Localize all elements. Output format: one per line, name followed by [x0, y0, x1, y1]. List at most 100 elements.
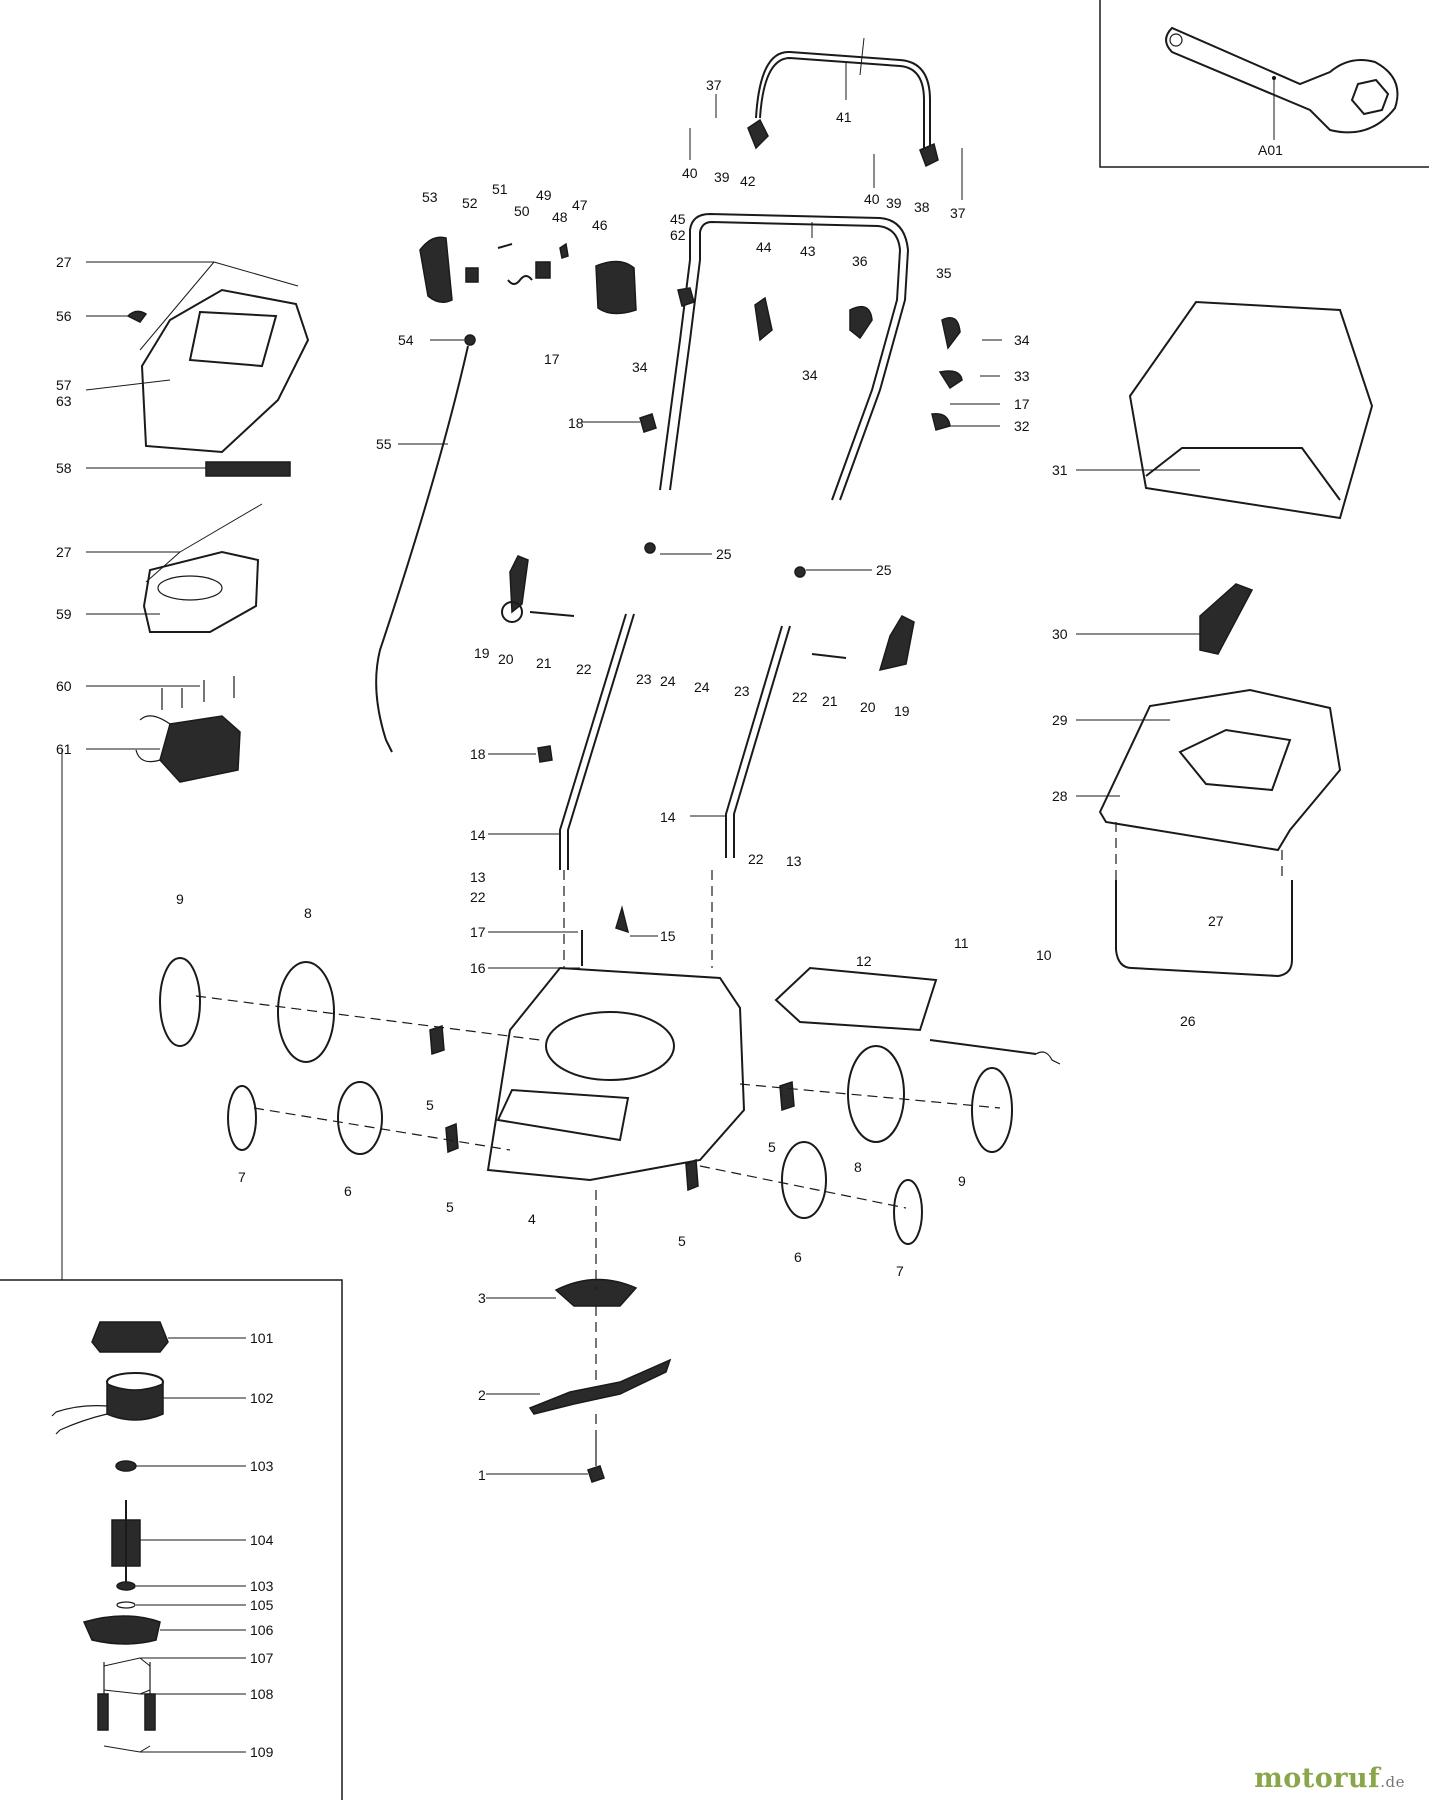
axis-dashes	[195, 870, 1001, 1440]
screw-1	[587, 1465, 605, 1483]
label-50: 50	[514, 203, 530, 219]
part-48	[559, 242, 569, 259]
clip-18-upper	[639, 413, 657, 433]
label-107: 107	[250, 1650, 274, 1666]
knob-25-left	[644, 542, 656, 554]
label-62: 62	[670, 227, 686, 243]
handle-bar-upper-inner	[759, 56, 925, 150]
bag-31-floor	[1145, 447, 1341, 501]
wheel-8-right	[847, 1045, 905, 1143]
motor-cover-57	[140, 288, 310, 454]
part-45	[677, 287, 695, 307]
hubcap-9-left	[159, 957, 201, 1047]
lower-handle-14-right	[725, 625, 783, 858]
lower-handle-14-left	[559, 613, 627, 870]
bolt-21-left	[529, 611, 575, 617]
label-3: 3	[478, 1290, 486, 1306]
label-24: 24	[694, 679, 710, 695]
knob-32	[931, 413, 951, 431]
label-103: 103	[250, 1458, 274, 1474]
label-10: 10	[1036, 947, 1052, 963]
label-29: 29	[1052, 712, 1068, 728]
label-48: 48	[552, 209, 568, 225]
label-103: 103	[250, 1578, 274, 1594]
label-106: 106	[250, 1622, 274, 1638]
air-guide-opening	[157, 575, 223, 601]
screw-right	[144, 1693, 156, 1731]
wheel-6-right	[781, 1141, 827, 1219]
label-13: 13	[786, 853, 802, 869]
hubcap-9-right	[971, 1067, 1013, 1153]
label-21: 21	[822, 693, 838, 709]
label-13: 13	[470, 869, 486, 885]
rosette-35	[941, 317, 961, 350]
bowden-cable-55	[375, 345, 469, 753]
label-28: 28	[1052, 788, 1068, 804]
screws	[161, 676, 235, 710]
switch-box-parts	[375, 236, 695, 753]
label-58: 58	[56, 460, 72, 476]
label-19: 19	[474, 645, 490, 661]
label-35: 35	[936, 265, 952, 281]
leader-lines	[85, 37, 1200, 1475]
label-41: 41	[836, 109, 852, 125]
motor-cover-vent	[188, 310, 278, 368]
spring-50	[507, 275, 533, 285]
deck-4-front	[496, 1088, 630, 1142]
air-guide-59	[142, 550, 260, 633]
label-7: 7	[896, 1263, 904, 1279]
label-9: 9	[176, 891, 184, 907]
label-1: 1	[478, 1467, 486, 1483]
label-57: 57	[56, 377, 72, 393]
switch-right	[919, 142, 939, 168]
stator-body	[106, 1382, 164, 1421]
label-52: 52	[462, 195, 478, 211]
label-24: 24	[660, 673, 676, 689]
label-36: 36	[852, 253, 868, 269]
knob-25-right	[794, 566, 806, 578]
label-6: 6	[344, 1183, 352, 1199]
motor-61-wires	[135, 715, 171, 763]
wrench-shape	[1165, 26, 1399, 134]
label-5: 5	[446, 1199, 454, 1215]
label-40: 40	[864, 191, 880, 207]
clamp-33	[938, 370, 963, 390]
handle-bar-middle-left	[659, 259, 701, 491]
label-33: 33	[1014, 368, 1030, 384]
bag-frame-29	[1098, 688, 1342, 852]
deck-4-opening	[545, 1011, 675, 1081]
label-4: 4	[528, 1211, 536, 1227]
stator-wires	[51, 1405, 108, 1435]
label-9: 9	[958, 1173, 966, 1189]
bracket-5c	[779, 1080, 795, 1112]
handle-bar-middle-inner	[699, 220, 902, 501]
label-54: 54	[398, 332, 414, 348]
motoruf-watermark[interactable]: motoruf.de	[1254, 1763, 1405, 1794]
label-22: 22	[748, 851, 764, 867]
label-40: 40	[682, 165, 698, 181]
bag-frame-29-opening	[1178, 728, 1292, 792]
label-18: 18	[470, 746, 486, 762]
clip-18-lower	[537, 745, 553, 763]
label-15: 15	[660, 928, 676, 944]
label-38: 38	[914, 199, 930, 215]
inset-leaders	[103, 1337, 246, 1753]
part-49	[535, 261, 551, 279]
label-22: 22	[470, 889, 486, 905]
label-7: 7	[238, 1169, 246, 1185]
handle-bar-upper	[755, 50, 931, 150]
label-23: 23	[734, 683, 750, 699]
leader-dot	[1272, 76, 1276, 80]
label-59: 59	[56, 606, 72, 622]
label-17: 17	[1014, 396, 1030, 412]
part-labels: A01 1 2 3 4 5 5 5 5 6 6 7 7 8 8 9 9 10 1…	[56, 77, 1283, 1760]
label-27: 27	[56, 254, 72, 270]
label-39: 39	[714, 169, 730, 185]
brand-name: motoruf	[1254, 1763, 1381, 1794]
upper-handle-parts	[639, 50, 963, 501]
bearing-lower	[116, 1581, 136, 1591]
deck-4	[486, 966, 746, 1182]
label-12: 12	[856, 953, 872, 969]
bearing-upper	[115, 1460, 137, 1472]
